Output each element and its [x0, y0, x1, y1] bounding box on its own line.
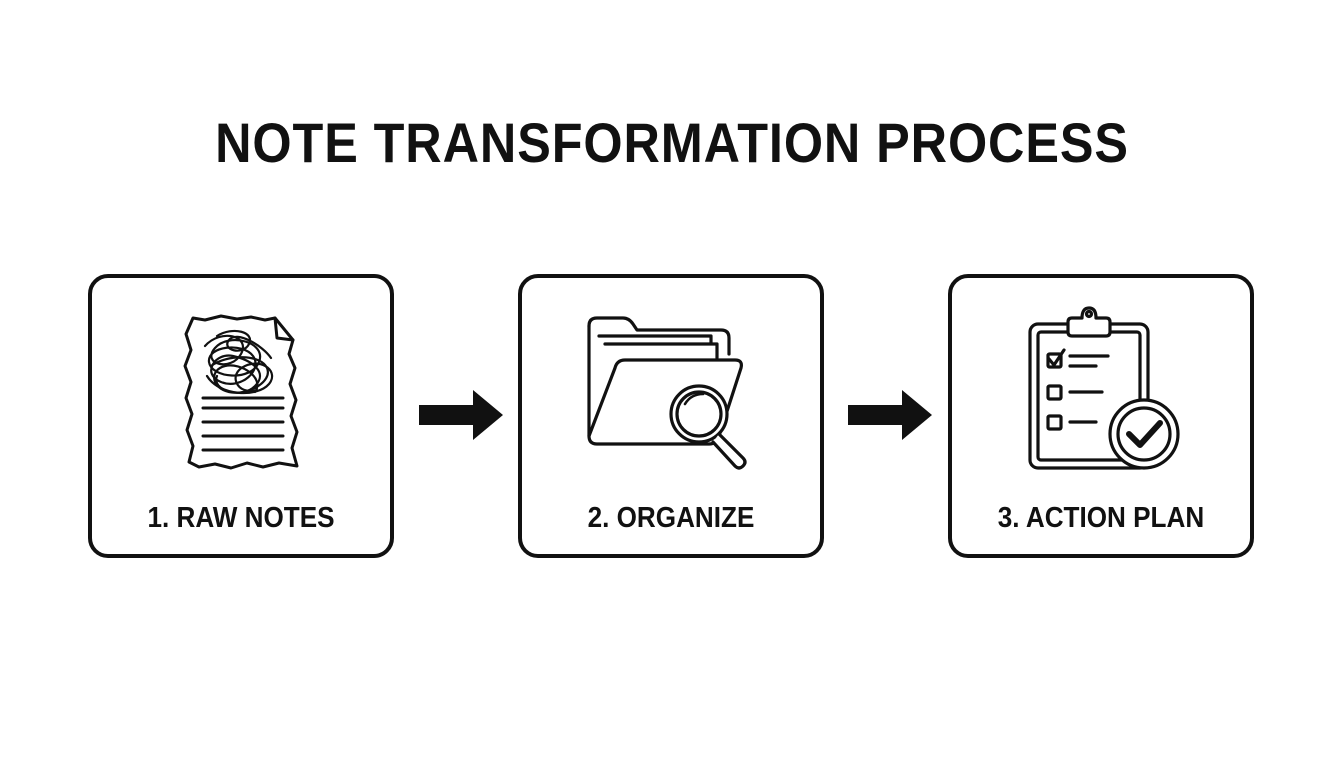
arrow-right-icon: [848, 390, 932, 440]
folder-search-icon: [587, 316, 747, 470]
step-action-plan: 3. ACTION PLAN: [948, 274, 1254, 558]
step-raw-notes: 1. RAW NOTES: [88, 274, 394, 558]
scribbled-paper-icon: [183, 314, 299, 470]
step-organize: 2. ORGANIZE: [518, 274, 824, 558]
diagram-title: NOTE TRANSFORMATION PROCESS: [215, 111, 1129, 174]
arrow-right-icon: [419, 390, 503, 440]
step-label: 3. ACTION PLAN: [997, 502, 1205, 534]
clipboard-check-icon: [1028, 306, 1180, 470]
step-label: 2. ORGANIZE: [587, 502, 755, 534]
step-label: 1. RAW NOTES: [147, 502, 335, 534]
